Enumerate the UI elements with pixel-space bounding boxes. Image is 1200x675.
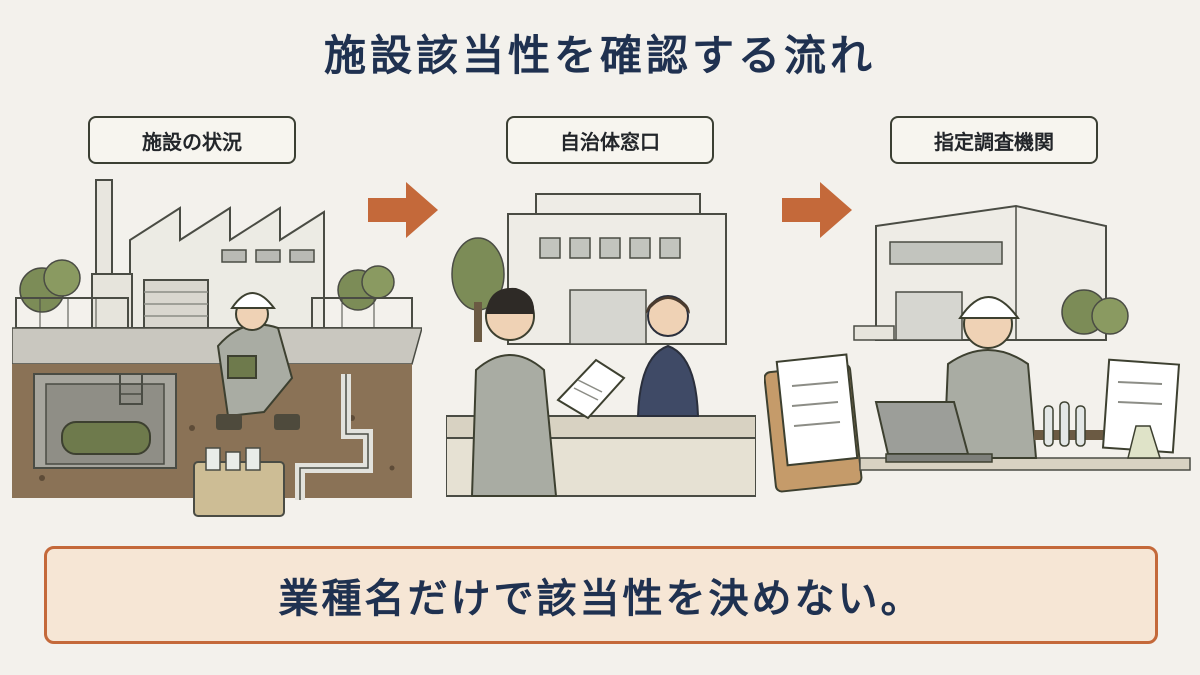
flow-arrow-2-icon [782, 182, 852, 238]
key-message-banner: 業種名だけで該当性を決めない。 [44, 546, 1158, 644]
facility-inspection-illustration [12, 179, 422, 517]
step-label-designated-agency: 指定調査機関 [890, 116, 1098, 164]
municipal-office-illustration [446, 193, 756, 497]
flow-arrow-1-icon [368, 182, 438, 238]
page-title: 施設該当性を確認する流れ [323, 31, 876, 80]
designated-agency-illustration [764, 204, 1191, 493]
step-label-facility-status: 施設の状況 [88, 116, 296, 164]
step-label-municipal-office: 自治体窓口 [506, 116, 714, 164]
